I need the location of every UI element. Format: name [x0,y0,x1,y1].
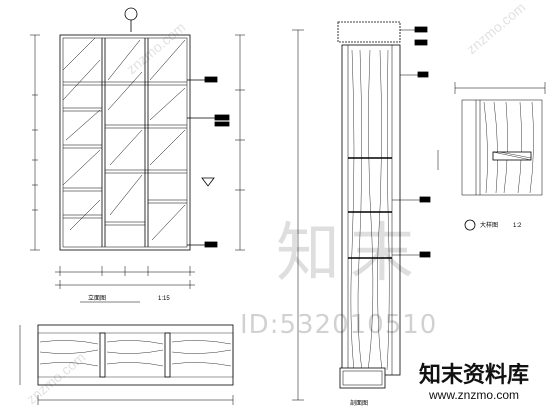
watermark-id: ID:532010510 [240,310,438,340]
side-section [292,21,431,401]
elevation-scale: 1:15 [158,296,170,302]
watermark-big-text: 知末 [276,217,424,291]
site-url: www.znzmo.com [428,388,520,403]
detail-scale: 1:2 [513,223,522,229]
plan-view [19,324,234,405]
section-caption: 剖面图 [350,399,368,407]
detail-view [437,82,546,231]
site-logo: 知末资料库 www.znzmo.com [394,363,554,403]
detail-caption: 大样图 [480,221,498,229]
elevation-caption: 立面图 [88,294,106,302]
front-elevation [30,7,245,289]
site-name: 知末资料库 [418,363,529,388]
